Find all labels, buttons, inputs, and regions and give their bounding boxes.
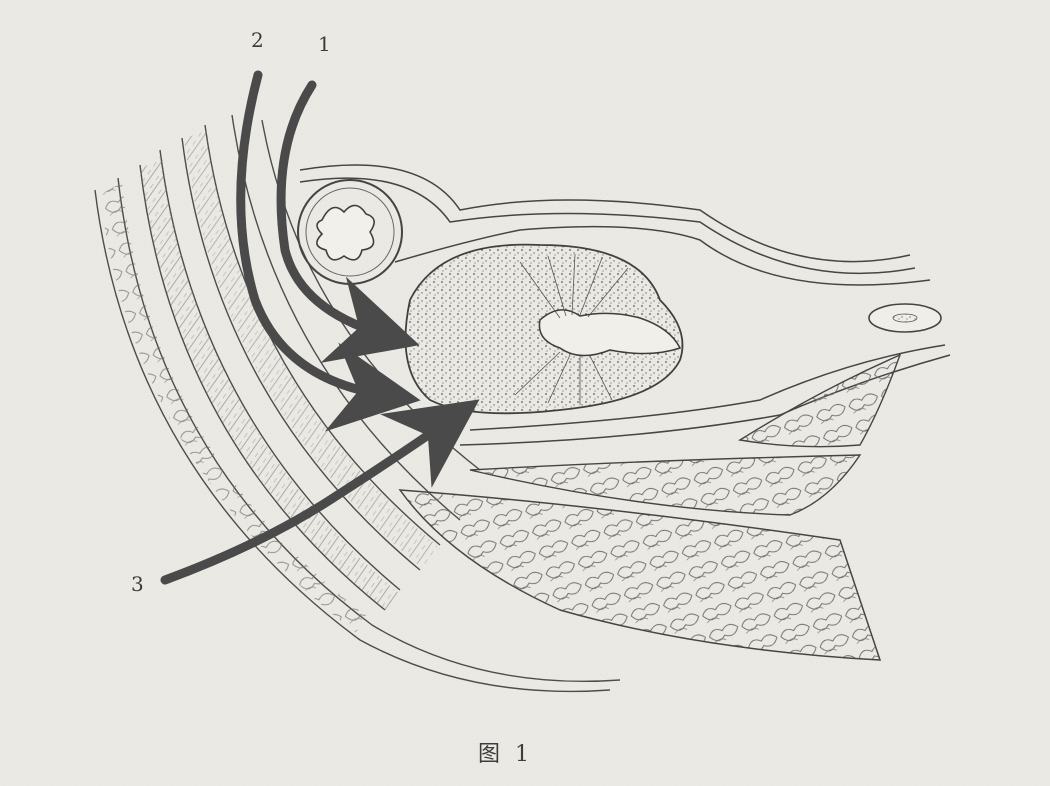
arrow-label-2: 2 — [251, 28, 264, 52]
arrow-label-3: 3 — [131, 572, 144, 596]
figure-caption: 图 1 — [478, 736, 533, 768]
vessel-lumen — [893, 314, 917, 322]
arrow-label-1: 1 — [318, 32, 331, 56]
